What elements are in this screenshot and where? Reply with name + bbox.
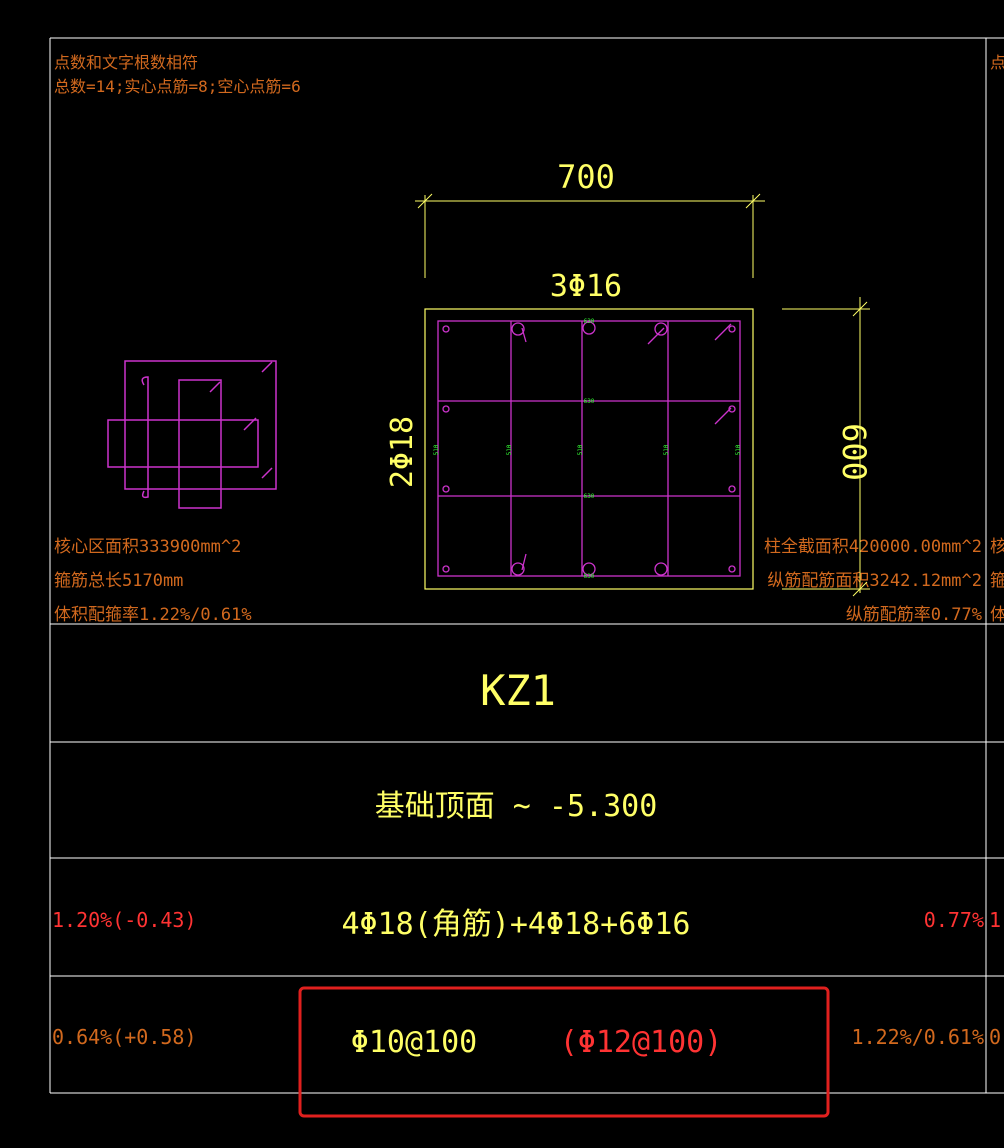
section-stirrups <box>437 320 741 577</box>
rebar-point <box>582 562 596 576</box>
spacing-label: 510 <box>735 444 742 455</box>
table-frame <box>49 37 1004 1094</box>
column-section-outline <box>424 308 754 590</box>
spacing-label: 510 <box>506 444 513 455</box>
spacing-label: 510 <box>663 444 670 455</box>
side-rebar-label: 2Φ18 <box>385 416 420 488</box>
note-line-1: 点数和文字根数相符 <box>54 53 198 72</box>
stirrup-spec: Φ10@100 <box>351 1025 477 1060</box>
height-dimension: 600 <box>835 423 873 481</box>
rebar-point <box>728 325 736 333</box>
longitudinal-rebar: 4Φ18(角筋)+4Φ18+6Φ16 <box>342 907 691 942</box>
right-cut-3: 体 <box>990 605 1004 625</box>
top-rebar-label: 3Φ16 <box>550 269 622 304</box>
row4-right-ratio: 1.22%/0.61% <box>852 1025 984 1049</box>
right-cut-2: 箍 <box>990 571 1004 591</box>
section-area-text: 柱全截面积420000.00mm^2 <box>764 537 982 557</box>
row3-right-cut: 1. <box>989 908 1004 932</box>
rebar-point <box>728 405 736 413</box>
rebar-point <box>442 485 450 493</box>
right-cut-1: 核 <box>990 537 1004 557</box>
rebar-points <box>442 321 736 576</box>
rebar-point <box>654 322 668 336</box>
rebar-point <box>511 322 525 336</box>
rebar-point <box>728 485 736 493</box>
stirrup-length-text: 箍筋总长5170mm <box>54 571 183 591</box>
rebar-point <box>728 565 736 573</box>
highlight-box <box>298 986 830 1118</box>
rebar-point <box>442 565 450 573</box>
width-dimension: 700 <box>557 158 615 196</box>
rebar-ratio-text: 纵筋配筋率0.77% <box>846 605 982 625</box>
spacing-label: 630 <box>584 318 595 325</box>
spacing-label: 510 <box>577 444 584 455</box>
spacing-label: 630 <box>584 493 595 500</box>
rebar-point <box>511 562 525 576</box>
spacing-label: 630 <box>584 573 595 580</box>
dimension-lines <box>415 193 870 597</box>
row4-left-ratio: 0.64%(+0.58) <box>52 1025 197 1049</box>
row3-right-ratio: 0.77% <box>924 908 984 932</box>
elevation-range: 基础顶面 ~ -5.300 <box>375 789 658 824</box>
rebar-point <box>654 562 668 576</box>
note-right-cut: 点总 <box>990 53 1004 72</box>
stirrup-spec-required: (Φ12@100) <box>560 1025 723 1060</box>
core-area-text: 核心区面积333900mm^2 <box>54 537 241 557</box>
spacing-label: 510 <box>433 444 440 455</box>
column-name: KZ1 <box>480 666 556 715</box>
volume-ratio-text: 体积配箍率1.22%/0.61% <box>54 605 252 625</box>
rebar-point <box>442 405 450 413</box>
rebar-area-text: 纵筋配筋面积3242.12mm^2 <box>767 571 982 591</box>
note-line-2: 总数=14;实心点筋=8;空心点筋=6 <box>54 77 301 96</box>
row4-right-cut: 0. <box>989 1025 1004 1049</box>
spacing-label: 630 <box>584 398 595 405</box>
rebar-point <box>582 321 596 335</box>
rebar-point <box>442 325 450 333</box>
stirrup-legend <box>107 360 277 509</box>
row3-left-ratio: 1.20%(-0.43) <box>52 908 197 932</box>
